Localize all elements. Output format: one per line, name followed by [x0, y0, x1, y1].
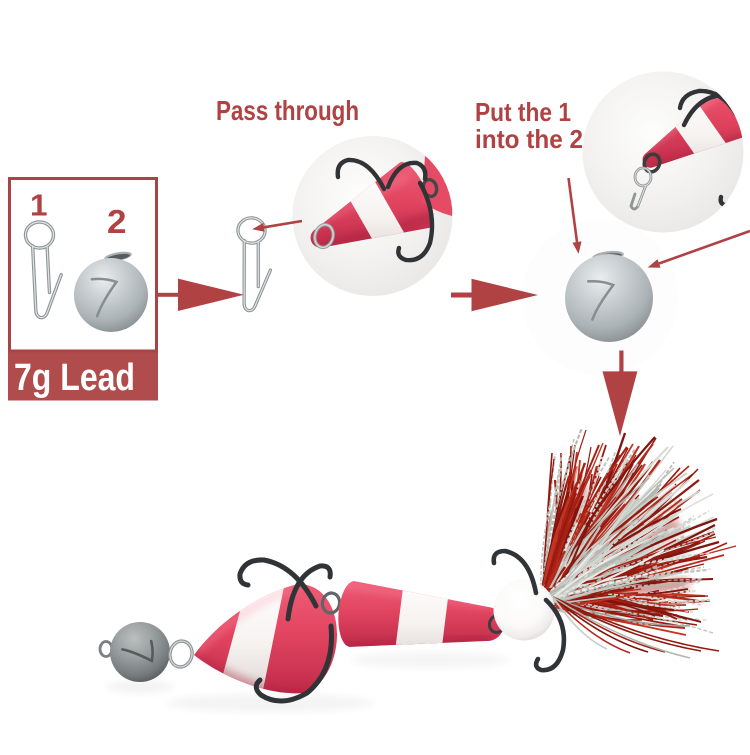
- svg-text:into the 2: into the 2: [475, 124, 583, 154]
- svg-text:1: 1: [30, 188, 48, 223]
- svg-text:2: 2: [107, 203, 127, 240]
- svg-text:Put the 1: Put the 1: [475, 97, 571, 127]
- svg-text:Pass through: Pass through: [216, 95, 359, 126]
- svg-text:7g Lead: 7g Lead: [14, 357, 135, 399]
